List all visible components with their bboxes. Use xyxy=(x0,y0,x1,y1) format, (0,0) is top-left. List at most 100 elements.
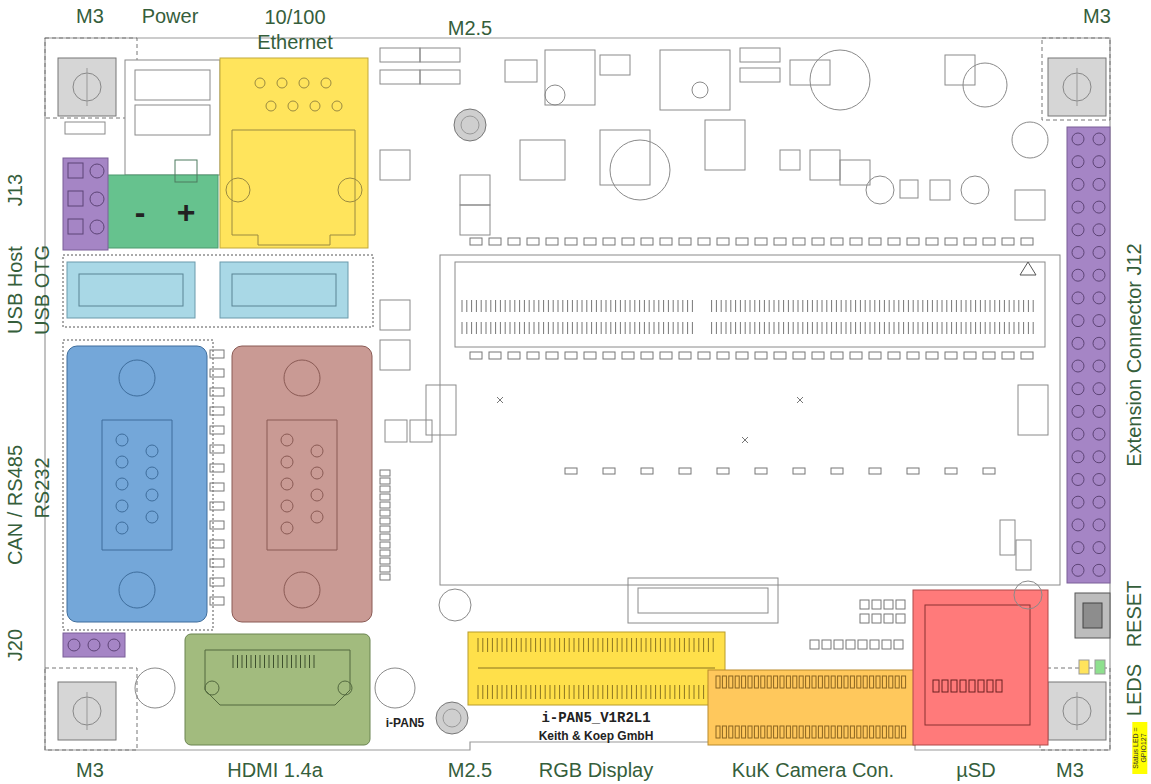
pin xyxy=(793,676,797,688)
pin xyxy=(922,300,923,312)
pin xyxy=(287,655,288,668)
pin xyxy=(895,726,899,738)
ethernet-peg xyxy=(226,178,250,202)
pin xyxy=(1009,300,1010,312)
pin xyxy=(478,638,479,652)
pin xyxy=(540,638,541,652)
pin xyxy=(514,300,515,312)
pin xyxy=(708,638,709,652)
pin xyxy=(774,322,775,334)
pin xyxy=(486,322,487,334)
smd-pad xyxy=(983,238,995,245)
pin xyxy=(233,655,234,668)
pin xyxy=(807,300,808,312)
pin xyxy=(601,322,602,334)
pin xyxy=(1093,315,1105,327)
pin xyxy=(505,322,506,334)
pin xyxy=(598,638,599,652)
pin xyxy=(602,638,603,652)
pin xyxy=(764,322,765,334)
pin xyxy=(806,676,810,688)
pin xyxy=(802,300,803,312)
pin xyxy=(311,511,323,523)
pin xyxy=(596,322,597,334)
pin xyxy=(311,489,323,501)
pin xyxy=(721,300,722,312)
pin xyxy=(266,101,276,111)
pin xyxy=(505,300,506,312)
pin xyxy=(980,300,981,312)
pin xyxy=(492,638,493,652)
pin xyxy=(783,322,784,334)
sodimm-socket xyxy=(440,255,1060,585)
reset-cap xyxy=(1083,603,1102,628)
pin xyxy=(1028,322,1029,334)
pin xyxy=(1028,300,1029,312)
pin xyxy=(530,638,531,652)
pin xyxy=(68,163,83,178)
smd-pad xyxy=(894,640,903,649)
pin xyxy=(588,638,589,652)
pin xyxy=(898,300,899,312)
pin xyxy=(620,322,621,334)
pin xyxy=(668,300,669,312)
pin xyxy=(567,322,568,334)
pin xyxy=(615,322,616,334)
board-connector xyxy=(628,578,778,623)
pin xyxy=(918,322,919,334)
pin xyxy=(812,676,816,688)
smd-pad xyxy=(755,468,767,474)
smd-part xyxy=(380,48,420,62)
microsd-socket xyxy=(913,590,1048,745)
smd-pad xyxy=(983,352,995,359)
pin xyxy=(622,638,623,652)
pin1-mark xyxy=(1020,262,1036,275)
smd-pad xyxy=(210,502,224,510)
pin xyxy=(844,676,848,688)
pin xyxy=(682,322,683,334)
pin xyxy=(314,655,315,668)
pin xyxy=(1072,178,1084,190)
pin xyxy=(942,680,948,692)
pin xyxy=(116,434,128,446)
pin xyxy=(663,322,664,334)
pin xyxy=(956,322,957,334)
pin xyxy=(894,300,895,312)
pin xyxy=(626,638,627,652)
pin xyxy=(726,300,727,312)
part-label: M2.5 xyxy=(448,759,492,782)
pin xyxy=(850,322,851,334)
smd-part xyxy=(380,70,420,84)
pin xyxy=(838,676,842,688)
pin xyxy=(500,300,501,312)
pin xyxy=(713,638,714,652)
pin xyxy=(660,638,661,652)
pin xyxy=(774,676,778,688)
smd-pad xyxy=(641,352,653,359)
j20-header xyxy=(63,633,125,657)
pin xyxy=(836,322,837,334)
pin xyxy=(999,322,1000,334)
smd-pad xyxy=(698,238,710,245)
smd-pad xyxy=(860,600,869,609)
pin xyxy=(838,726,842,738)
mount-pad xyxy=(1048,58,1106,116)
pin xyxy=(826,322,827,334)
pin xyxy=(260,655,261,668)
pin xyxy=(510,300,511,312)
db9-shell xyxy=(267,420,337,550)
pin xyxy=(593,685,594,699)
pin xyxy=(818,726,822,738)
pin xyxy=(774,300,775,312)
pin xyxy=(855,322,856,334)
smd-pad xyxy=(380,574,390,580)
smd-pad xyxy=(812,238,824,245)
mount-mark xyxy=(1077,68,1078,106)
pin xyxy=(889,726,893,738)
pin xyxy=(606,322,607,334)
pin xyxy=(281,500,293,512)
pin xyxy=(88,639,100,651)
pin xyxy=(90,164,104,178)
smd-pad xyxy=(380,470,390,476)
pin xyxy=(1093,451,1105,463)
